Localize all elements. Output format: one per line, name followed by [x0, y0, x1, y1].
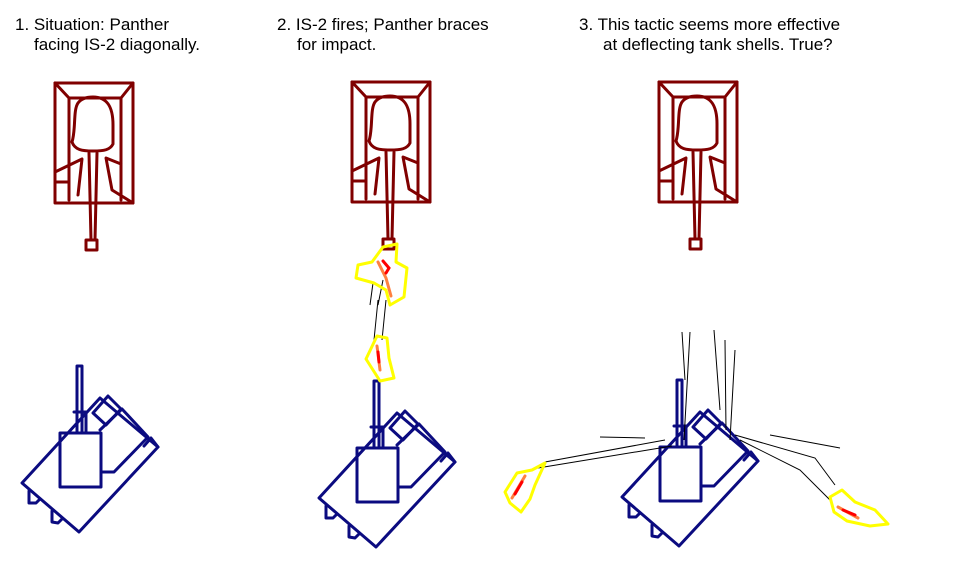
- deflected-flash-left-icon: [503, 461, 547, 514]
- caption-line: 2. IS-2 fires; Panther braces: [277, 15, 489, 34]
- caption-line: facing IS-2 diagonally.: [34, 35, 201, 54]
- deflection-lines: [537, 329, 841, 501]
- shell-trail-2: [369, 279, 387, 341]
- caption-line: for impact.: [297, 35, 377, 54]
- caption-line: 3. This tactic seems more effective: [579, 15, 841, 34]
- caption-line: 1. Situation: Panther: [15, 15, 170, 34]
- muzzle-flash-icon: [364, 334, 396, 383]
- caption-line: at deflecting tank shells. True?: [603, 35, 833, 54]
- is2-tank-3: [620, 378, 760, 548]
- is2-tank-1: [20, 364, 160, 534]
- panther-tank-2: [350, 80, 432, 251]
- impact-flash-icon: [354, 242, 409, 307]
- panther-tank-3: [657, 80, 739, 251]
- is2-tank-2: [317, 379, 457, 549]
- deflected-flash-right-icon: [828, 488, 890, 528]
- panther-tank-1: [53, 81, 135, 252]
